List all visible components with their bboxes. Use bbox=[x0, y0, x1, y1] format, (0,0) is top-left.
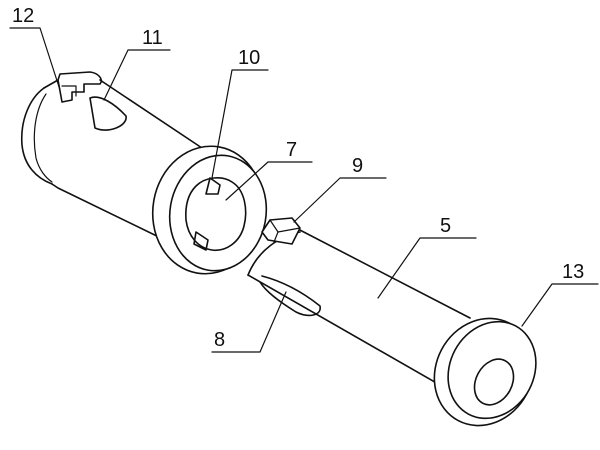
notch-12 bbox=[57, 71, 103, 103]
label-12: 12 bbox=[12, 5, 34, 27]
label-10: 10 bbox=[238, 47, 260, 69]
label-11: 11 bbox=[142, 27, 163, 49]
label-5: 5 bbox=[440, 215, 451, 237]
lower-shaft bbox=[247, 217, 537, 427]
slot-8 bbox=[259, 275, 321, 317]
upper-sleeve bbox=[20, 71, 268, 275]
flange-bore-10 bbox=[185, 177, 247, 251]
shaft-bottom-edge bbox=[247, 274, 441, 386]
keyway-7-bottom bbox=[193, 231, 209, 251]
leader-13 bbox=[521, 283, 599, 327]
leader-8 bbox=[211, 291, 287, 353]
label-7: 7 bbox=[286, 139, 297, 161]
sleeve-bottom-edge bbox=[51, 183, 166, 241]
keyway-7-top bbox=[205, 177, 221, 195]
slot-11 bbox=[89, 96, 127, 131]
leader-12 bbox=[9, 27, 61, 91]
sleeve-top-edge bbox=[99, 79, 206, 151]
leader-11 bbox=[103, 49, 171, 101]
leader-7 bbox=[225, 161, 313, 201]
leader-9 bbox=[293, 177, 387, 223]
label-13: 13 bbox=[562, 261, 584, 283]
end-flange-13-front bbox=[447, 320, 537, 420]
part-labels: 12 11 10 7 9 5 13 8 bbox=[12, 5, 584, 351]
label-9: 9 bbox=[352, 155, 363, 177]
sleeve-back-lip bbox=[20, 87, 53, 185]
sleeve-back-lip-inner bbox=[33, 93, 53, 183]
shaft-top-edge bbox=[295, 227, 471, 319]
label-8: 8 bbox=[214, 329, 225, 351]
leader-lines bbox=[9, 27, 599, 353]
leader-10 bbox=[211, 69, 269, 179]
leader-5 bbox=[377, 237, 477, 299]
end-flange-13-hole bbox=[473, 358, 515, 406]
